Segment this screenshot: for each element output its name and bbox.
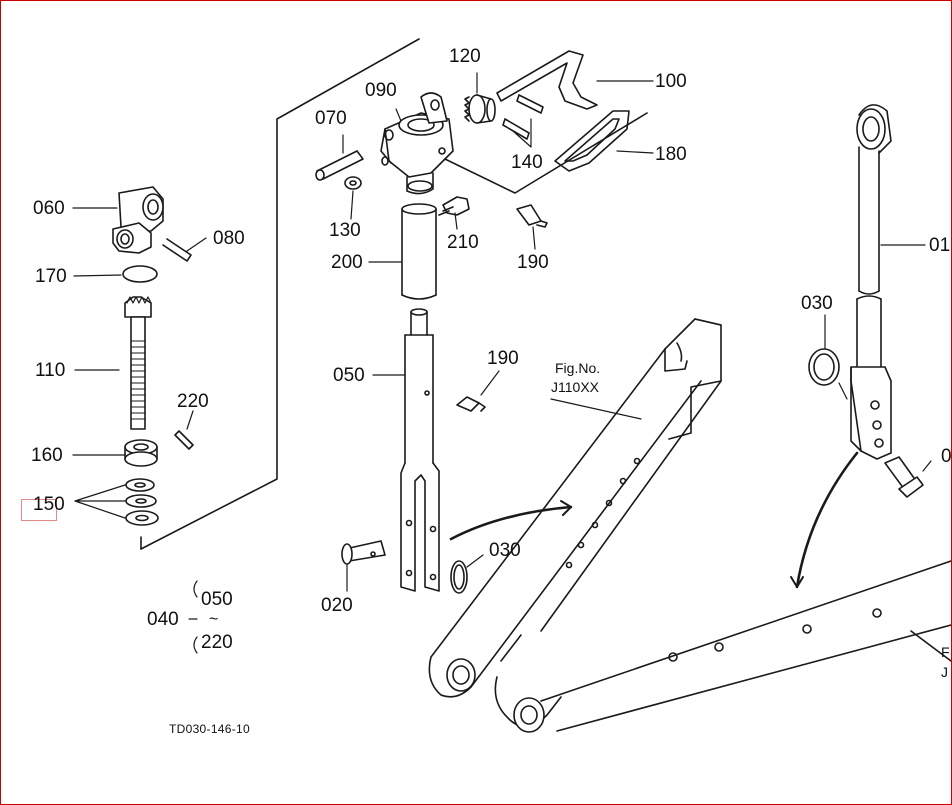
- part-120-gear: [464, 94, 496, 124]
- label-0-partial: 0: [941, 446, 952, 467]
- part-180-spring-clip: [554, 110, 630, 172]
- part-140-pins: [502, 94, 544, 140]
- part-060-bracket: [112, 186, 164, 254]
- arrow-curve-right: [790, 451, 859, 589]
- leader-lines: [72, 72, 932, 654]
- assembly-outline-right: [444, 112, 648, 194]
- part-110-shaft: [124, 296, 152, 430]
- label-170: 170: [35, 266, 67, 287]
- part-030-ring-mid: [450, 560, 468, 594]
- label-100: 100: [655, 71, 687, 92]
- label-060: 060: [33, 198, 65, 219]
- label-030-right: 030: [801, 293, 833, 314]
- label-180: 180: [655, 144, 687, 165]
- label-fig-code: J110XX: [551, 379, 599, 395]
- label-150: 150: [33, 494, 65, 515]
- label-030-mid: 030: [489, 540, 521, 561]
- part-170-washer: [122, 265, 158, 283]
- label-070: 070: [315, 108, 347, 129]
- label-fig-partial-f: F: [941, 644, 950, 660]
- label-040: 040: [147, 609, 179, 630]
- label-220: 220: [177, 391, 209, 412]
- part-020-pin: [341, 540, 386, 565]
- label-020: 020: [321, 595, 353, 616]
- part-190-grease-nipple-top: [516, 204, 548, 228]
- right-lift-rod: [850, 104, 892, 460]
- lower-link-right: [540, 560, 951, 732]
- part-210-bolt: [438, 196, 470, 216]
- label-200: 200: [331, 252, 363, 273]
- part-130-washer: [344, 176, 362, 190]
- label-fig-no: Fig.No.: [555, 360, 601, 376]
- part-150-washers: [125, 478, 159, 526]
- label-160: 160: [31, 445, 63, 466]
- part-200-sleeve: [401, 203, 437, 300]
- label-040-range-start: 050: [201, 589, 233, 610]
- label-190-mid: 190: [487, 348, 519, 369]
- label-140: 140: [511, 152, 543, 173]
- label-040-range-end: 220: [201, 632, 233, 653]
- part-050-rod: [400, 308, 440, 592]
- assembly-outline: [140, 38, 420, 550]
- label-01-partial: 01: [929, 235, 951, 256]
- label-040-range-tilde: ~: [209, 611, 219, 628]
- part-220-pin: [174, 430, 194, 450]
- selection-box-150: [21, 499, 57, 521]
- drawing-code: TD030-146-10: [169, 722, 250, 736]
- label-120: 120: [449, 46, 481, 67]
- label-050: 050: [333, 365, 365, 386]
- label-fig-partial-j: J: [941, 664, 948, 680]
- part-190-grease-nipple-mid: [456, 396, 486, 412]
- label-110: 110: [35, 360, 66, 381]
- label-210: 210: [447, 232, 479, 253]
- label-080: 080: [213, 228, 245, 249]
- label-090: 090: [365, 80, 397, 101]
- part-right-pin: [884, 456, 924, 498]
- lower-link-left: [428, 318, 722, 733]
- part-070-pin: [315, 150, 364, 181]
- part-100-lever: [496, 50, 598, 110]
- part-160-nut: [124, 439, 158, 467]
- part-030-ring-right: [808, 348, 840, 386]
- label-130: 130: [329, 220, 361, 241]
- arrow-curve-mid: [449, 500, 573, 541]
- label-190-top: 190: [517, 252, 549, 273]
- part-090-yoke: [380, 92, 454, 195]
- part-080-pin: [162, 238, 192, 262]
